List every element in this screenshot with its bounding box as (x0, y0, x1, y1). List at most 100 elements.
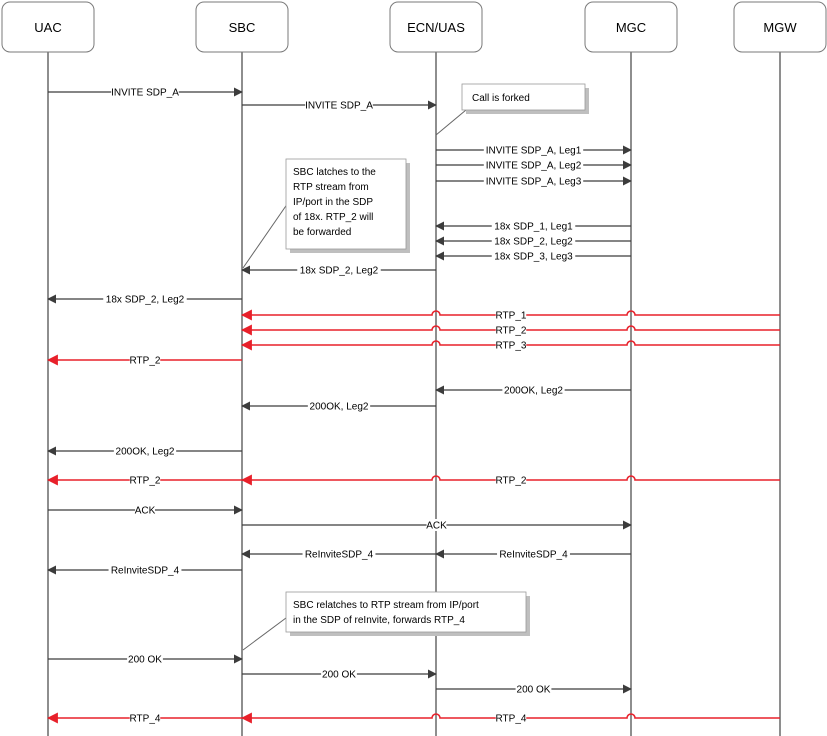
message-label: 200 OK (322, 670, 356, 681)
note-pointer (242, 199, 291, 269)
message-label: RTP_2 (130, 476, 161, 487)
note-pointer (435, 109, 467, 136)
label-backdrop (495, 339, 527, 351)
signal-message: INVITE SDP_A, Leg2 (436, 159, 632, 172)
message-label: INVITE SDP_A, Leg1 (486, 146, 582, 157)
signal-message: 18x SDP_1, Leg1 (435, 220, 631, 233)
label-backdrop (483, 144, 584, 156)
participant-heads: UAC SBC ECN/UAS MGC MGW (1, 1, 827, 53)
signal-message: ReInviteSDP_4 (435, 548, 631, 561)
note-line: RTP stream from (293, 182, 369, 193)
note-box (461, 83, 586, 111)
signal-message: 200OK, Leg2 (241, 400, 436, 413)
message-label: RTP_4 (130, 714, 161, 725)
message-label: INVITE SDP_A (111, 88, 179, 99)
label-backdrop (491, 250, 576, 262)
message-label: ReInviteSDP_4 (499, 550, 568, 561)
note-line: of 18x. RTP_2 will (293, 212, 373, 223)
message-label: RTP_4 (496, 714, 527, 725)
label-backdrop (135, 504, 155, 516)
participant-label: ECN/UAS (407, 20, 465, 35)
note-line: IP/port in the SDP (293, 197, 373, 208)
label-backdrop (103, 293, 187, 305)
message-label: INVITE SDP_A (305, 101, 373, 112)
label-backdrop (113, 445, 177, 457)
message-label: 200 OK (128, 655, 162, 666)
media-arrow (240, 309, 780, 321)
label-backdrop (305, 99, 373, 111)
label-backdrop (495, 474, 527, 486)
participant-mgc: MGC (584, 1, 678, 53)
label-backdrop (497, 548, 570, 560)
signal-message: 18x SDP_2, Leg2 (47, 293, 242, 306)
participant-label: MGC (616, 20, 646, 35)
label-backdrop (483, 175, 584, 187)
signal-message: 18x SDP_2, Leg2 (241, 264, 436, 277)
note-callout: Call is forked (435, 83, 589, 136)
message-label: ReInviteSDP_4 (111, 566, 180, 577)
media-stream: RTP_2 (240, 474, 780, 487)
message-label: RTP_2 (496, 476, 527, 487)
label-backdrop (127, 653, 163, 665)
participant-box (195, 1, 289, 53)
messages: INVITE SDP_A INVITE SDP_A INVITE SDP_A, Le… (46, 86, 780, 725)
media-stream: RTP_3 (240, 339, 780, 352)
note-line: in the SDP of reInvite, forwards RTP_4 (293, 615, 465, 626)
participant-box (389, 1, 483, 53)
participant-label: UAC (34, 20, 61, 35)
label-backdrop (491, 220, 576, 232)
message-label: 18x SDP_2, Leg2 (494, 237, 573, 248)
message-label: ACK (135, 506, 156, 517)
message-label: RTP_2 (130, 356, 161, 367)
participant-box (733, 1, 827, 53)
participant-box (1, 1, 95, 53)
signal-message: INVITE SDP_A (48, 86, 243, 99)
note-line: SBC relatches to RTP stream from IP/port (293, 600, 479, 611)
media-arrow (240, 474, 780, 486)
media-stream: RTP_2 (240, 324, 780, 337)
message-label: 200OK, Leg2 (310, 402, 369, 413)
note-box (285, 591, 527, 633)
signal-message: 200 OK (242, 668, 437, 681)
signal-message: 200OK, Leg2 (435, 384, 631, 397)
message-label: INVITE SDP_A, Leg3 (486, 177, 582, 188)
label-backdrop (321, 668, 357, 680)
signal-message: ACK (242, 519, 632, 532)
media-stream: RTP_1 (240, 309, 780, 322)
signal-message: INVITE SDP_A, Leg3 (436, 175, 632, 188)
media-arrow (240, 339, 780, 351)
signal-message: INVITE SDP_A (242, 99, 437, 112)
participant-box (584, 1, 678, 53)
label-backdrop (483, 159, 584, 171)
message-label: ACK (426, 521, 447, 532)
participant-sbc: SBC (195, 1, 289, 53)
label-backdrop (515, 683, 552, 695)
signal-message: ACK (48, 504, 243, 517)
signal-message: 200 OK (48, 653, 243, 666)
message-label: 200 OK (517, 685, 551, 696)
message-label: 200OK, Leg2 (504, 386, 563, 397)
media-stream: RTP_2 (46, 354, 242, 367)
message-label: RTP_3 (496, 341, 527, 352)
media-arrow (240, 712, 780, 724)
message-label: 18x SDP_3, Leg3 (494, 252, 573, 263)
message-label: 18x SDP_2, Leg2 (106, 295, 185, 306)
note-line: SBC latches to the (293, 167, 376, 178)
signal-message: 200OK, Leg2 (47, 445, 242, 458)
participant-label: MGW (763, 20, 797, 35)
message-label: 18x SDP_2, Leg2 (300, 266, 379, 277)
label-backdrop (426, 519, 447, 531)
note-line: Call is forked (472, 93, 530, 104)
media-stream: RTP_4 (46, 712, 242, 725)
media-stream: RTP_2 (46, 474, 242, 487)
participant-label: SBC (229, 20, 256, 35)
note-pointer (242, 614, 291, 651)
label-backdrop (108, 564, 182, 576)
label-backdrop (129, 354, 161, 366)
message-label: ReInviteSDP_4 (305, 550, 374, 561)
signal-message: 18x SDP_2, Leg2 (435, 235, 631, 248)
label-backdrop (495, 309, 527, 321)
message-label: RTP_2 (496, 326, 527, 337)
